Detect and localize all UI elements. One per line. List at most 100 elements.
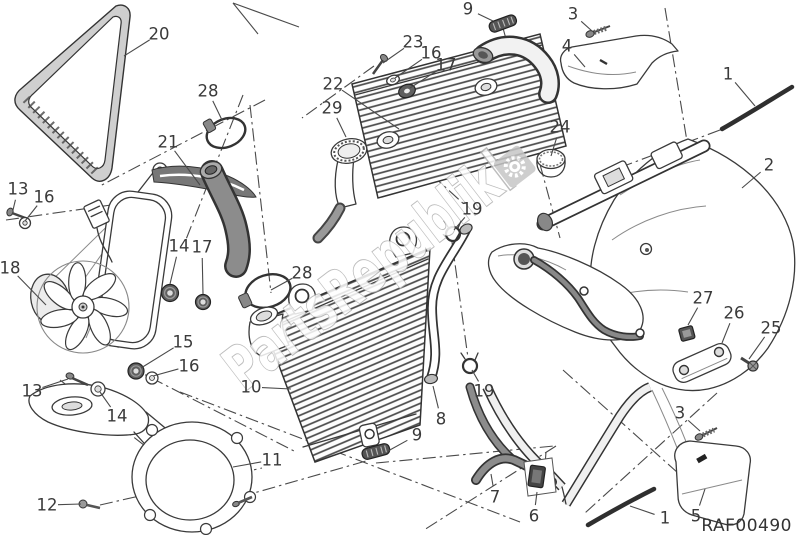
screw-25 bbox=[740, 356, 759, 372]
callout-leader-13 bbox=[42, 378, 69, 389]
rubber-pad-9a bbox=[488, 14, 518, 33]
callout-label-17: 17 bbox=[436, 56, 457, 75]
callout-label-14: 14 bbox=[169, 237, 190, 256]
plate-26 bbox=[672, 342, 732, 384]
callout-leader-11 bbox=[232, 461, 262, 468]
callout-leader-9 bbox=[477, 13, 494, 22]
diagram-code: RAF00490 bbox=[701, 516, 792, 535]
coolant-hose-21 bbox=[199, 160, 251, 278]
callout-leader-9 bbox=[387, 439, 408, 452]
callout-leader-2 bbox=[741, 171, 761, 189]
clip-6 bbox=[523, 457, 557, 497]
rubber-pad-9b bbox=[361, 443, 391, 460]
callout-leader-29 bbox=[336, 117, 347, 138]
callout-leader-14 bbox=[169, 256, 178, 285]
callout-leader-19 bbox=[453, 216, 466, 231]
cover-11 bbox=[28, 383, 257, 535]
callout-label-13: 13 bbox=[22, 382, 43, 401]
callout-leader-22 bbox=[341, 89, 400, 130]
callout-label-25: 25 bbox=[761, 319, 782, 338]
callout-leader-15 bbox=[140, 347, 174, 369]
callout-label-23: 23 bbox=[403, 33, 424, 52]
callout-leader-28 bbox=[212, 100, 223, 121]
callout-label-7: 7 bbox=[490, 488, 501, 507]
callout-leader-14 bbox=[99, 391, 112, 408]
callout-label-18: 18 bbox=[0, 259, 21, 278]
callout-label-26: 26 bbox=[724, 304, 745, 323]
callout-leader-17 bbox=[201, 257, 204, 295]
callout-leader-17 bbox=[409, 70, 438, 89]
callout-label-9: 9 bbox=[463, 0, 474, 19]
callout-leader-5 bbox=[698, 488, 706, 506]
callout-label-1: 1 bbox=[660, 509, 671, 528]
drive-belt bbox=[14, 4, 131, 182]
callout-label-6: 6 bbox=[529, 507, 540, 526]
callout-label-4: 4 bbox=[562, 37, 573, 56]
radiator-cap-29 bbox=[330, 138, 368, 164]
callout-label-21: 21 bbox=[158, 133, 179, 152]
grommet-14a bbox=[160, 283, 180, 303]
callout-leader-4 bbox=[573, 53, 586, 68]
callout-leader-3 bbox=[687, 419, 701, 432]
callout-leader-19 bbox=[471, 369, 480, 382]
callout-leader-16 bbox=[152, 368, 179, 377]
callout-leader-10 bbox=[261, 387, 292, 390]
grommet-15 bbox=[127, 362, 145, 380]
callout-label-13: 13 bbox=[8, 180, 29, 199]
callout-leader-16 bbox=[394, 58, 423, 79]
washer-16b bbox=[145, 371, 159, 385]
screw-3a bbox=[585, 25, 611, 38]
callout-leader-1 bbox=[734, 82, 756, 107]
callout-leader-8 bbox=[432, 385, 439, 409]
washer-16a bbox=[18, 216, 32, 230]
rod-1b bbox=[585, 486, 657, 528]
radiator-lower bbox=[248, 226, 431, 463]
callout-label-2: 2 bbox=[764, 156, 775, 175]
callout-label-29: 29 bbox=[322, 99, 343, 118]
callout-label-16: 16 bbox=[179, 357, 200, 376]
callout-leader-16 bbox=[24, 205, 38, 222]
gear-icon bbox=[503, 155, 526, 178]
callout-label-20: 20 bbox=[149, 25, 170, 44]
callout-leader-21 bbox=[174, 150, 201, 186]
callout-label-19: 19 bbox=[462, 200, 483, 219]
mount-hook bbox=[389, 226, 418, 258]
upper-hose-elbow bbox=[472, 35, 560, 104]
callout-label-28: 28 bbox=[292, 264, 313, 283]
tank-stay-bracket bbox=[530, 256, 645, 341]
watermark-gear-badge bbox=[493, 145, 536, 188]
screw-13b bbox=[65, 372, 89, 387]
callout-leader-26 bbox=[721, 323, 731, 344]
grommet-17a bbox=[194, 293, 212, 311]
rod-1a bbox=[719, 84, 795, 132]
callout-label-15: 15 bbox=[173, 333, 194, 352]
callout-label-17: 17 bbox=[192, 238, 213, 257]
callout-label-24: 24 bbox=[550, 118, 571, 137]
callout-leader-13 bbox=[12, 199, 16, 211]
screw-3b bbox=[694, 427, 718, 441]
callout-leader-23 bbox=[382, 47, 405, 64]
callout-label-16: 16 bbox=[34, 188, 55, 207]
cooling-fan bbox=[30, 260, 130, 354]
callout-label-27: 27 bbox=[693, 289, 714, 308]
callout-label-19: 19 bbox=[474, 382, 495, 401]
clip-nut-27 bbox=[678, 325, 696, 342]
callout-label-11: 11 bbox=[262, 451, 283, 470]
hose-8 bbox=[423, 223, 473, 385]
callout-leader-12 bbox=[57, 503, 82, 506]
hose-clamp-19b bbox=[460, 352, 479, 375]
callout-label-14: 14 bbox=[107, 407, 128, 426]
bushing-14b bbox=[90, 381, 106, 397]
cap-24 bbox=[536, 148, 566, 178]
frame-bracket bbox=[536, 139, 711, 232]
mount-foot bbox=[358, 422, 380, 448]
callout-label-5: 5 bbox=[691, 507, 702, 526]
callout-label-10: 10 bbox=[241, 378, 262, 397]
callout-label-28: 28 bbox=[198, 82, 219, 101]
screw-cover bbox=[232, 495, 253, 508]
heat-shield-5 bbox=[674, 440, 752, 526]
screw-12 bbox=[78, 499, 101, 510]
